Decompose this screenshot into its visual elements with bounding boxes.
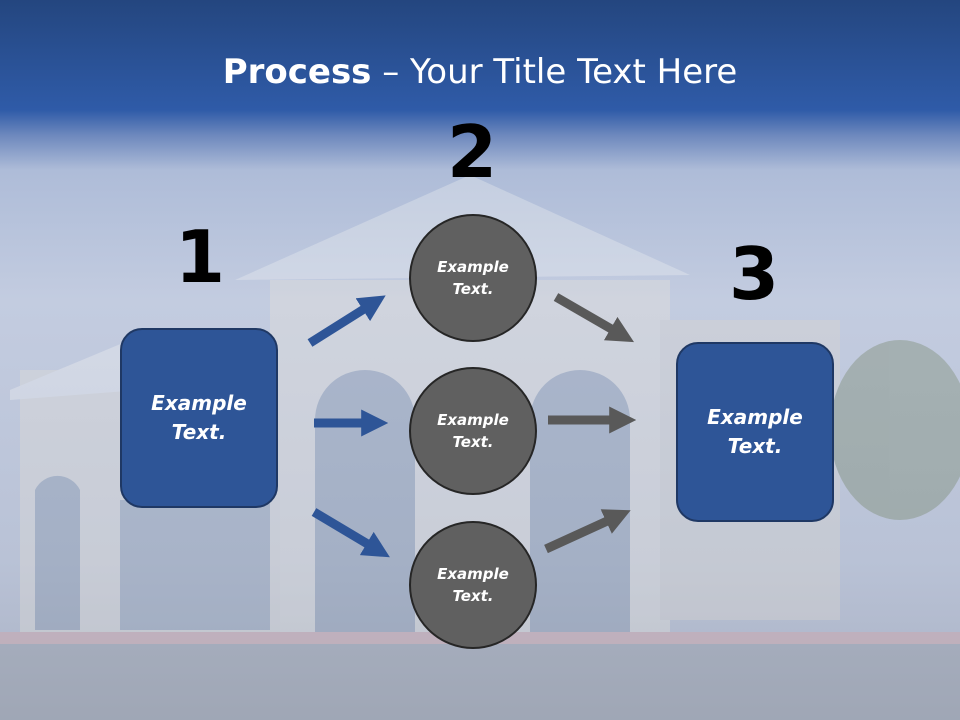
circle-line2: Text. — [452, 587, 494, 605]
blue-arrow-down — [311, 508, 390, 558]
circle-line2: Text. — [452, 433, 494, 451]
circle-line1: Example — [437, 564, 509, 583]
slide-title: Process – Your Title Text Here — [0, 52, 960, 92]
step-number-3: 3 — [728, 232, 780, 316]
circle-line1: Example — [437, 410, 509, 429]
circle-line1: Example — [437, 257, 509, 276]
left-box-line2: Text. — [171, 420, 227, 444]
right-box-line1: Example — [707, 405, 803, 429]
gray-arrow-down — [553, 293, 635, 343]
circle-line2: Text. — [452, 280, 494, 298]
gray-arrow-up — [544, 509, 631, 554]
step-number-2: 2 — [446, 110, 498, 194]
right-box-line2: Text. — [727, 434, 783, 458]
title-rest: – Your Title Text Here — [371, 52, 738, 92]
step-number-1: 1 — [174, 215, 226, 299]
blue-arrow-up — [307, 295, 386, 347]
left-box-line1: Example — [151, 391, 247, 415]
title-bold: Process — [222, 52, 372, 92]
